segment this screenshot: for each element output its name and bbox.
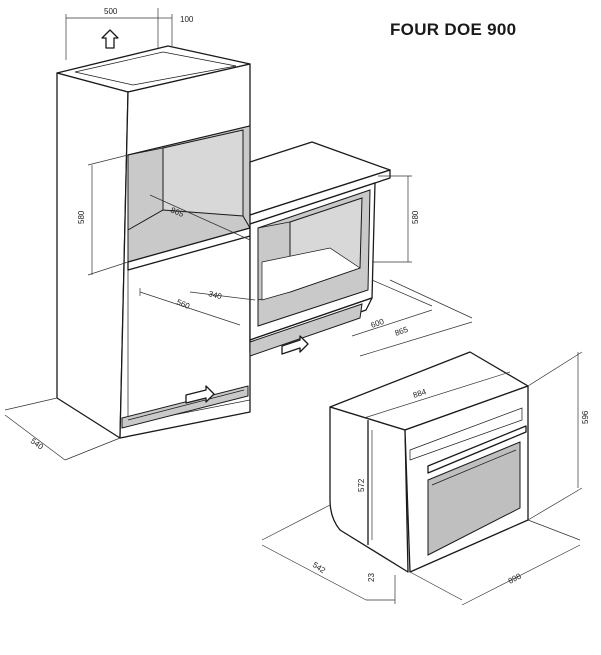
diagram-title: FOUR DOE 900 — [390, 20, 517, 39]
cabinet-vent — [249, 303, 363, 357]
column-vent-arrow-icon — [185, 385, 215, 404]
dim-oven-depth: 542 — [311, 560, 328, 575]
cabinet-niche-edge-1 — [257, 221, 291, 229]
column-lower-panel — [127, 235, 251, 425]
dim-oven-width: 884 — [412, 387, 428, 400]
cabinet-niche-floor — [261, 247, 361, 301]
dim-cabinet-depth: 600 — [370, 317, 386, 330]
cabinet-top-edge — [249, 169, 391, 225]
dim-column-side-depth: 540 — [29, 436, 46, 451]
oven-side — [329, 406, 409, 573]
dim-vent-width: 340 — [208, 289, 224, 301]
column-side-face — [56, 72, 129, 439]
cabinet-vent-arrow-icon — [281, 335, 309, 355]
dim-oven-height: 596 — [581, 410, 590, 424]
dim-cabinet-width: 865 — [394, 325, 410, 338]
dimension-lines — [4, 8, 583, 606]
base-cabinet — [249, 141, 391, 357]
oven-glass-reflection — [431, 449, 517, 486]
oven-glass — [427, 441, 521, 556]
oven-appliance — [329, 351, 529, 573]
dim-column-depth: 500 — [104, 7, 118, 16]
column-niche-edge-1 — [127, 147, 164, 156]
oven-handle — [427, 425, 527, 474]
column-niche-floor — [127, 209, 251, 263]
dim-oven-door: 23 — [367, 573, 376, 582]
column-vent-line — [127, 389, 245, 421]
dim-column-gap: 100 — [180, 15, 194, 24]
dim-oven-body-height: 572 — [357, 478, 366, 492]
tall-column-cabinet — [56, 45, 251, 439]
dim-cabinet-cavity-height: 580 — [411, 210, 420, 224]
column-top-rim — [74, 51, 237, 86]
dim-oven-front-width: 898 — [507, 571, 523, 585]
up-arrow-icon — [101, 29, 119, 49]
oven-control-panel — [409, 407, 523, 461]
dim-column-cavity-height: 580 — [77, 210, 86, 224]
